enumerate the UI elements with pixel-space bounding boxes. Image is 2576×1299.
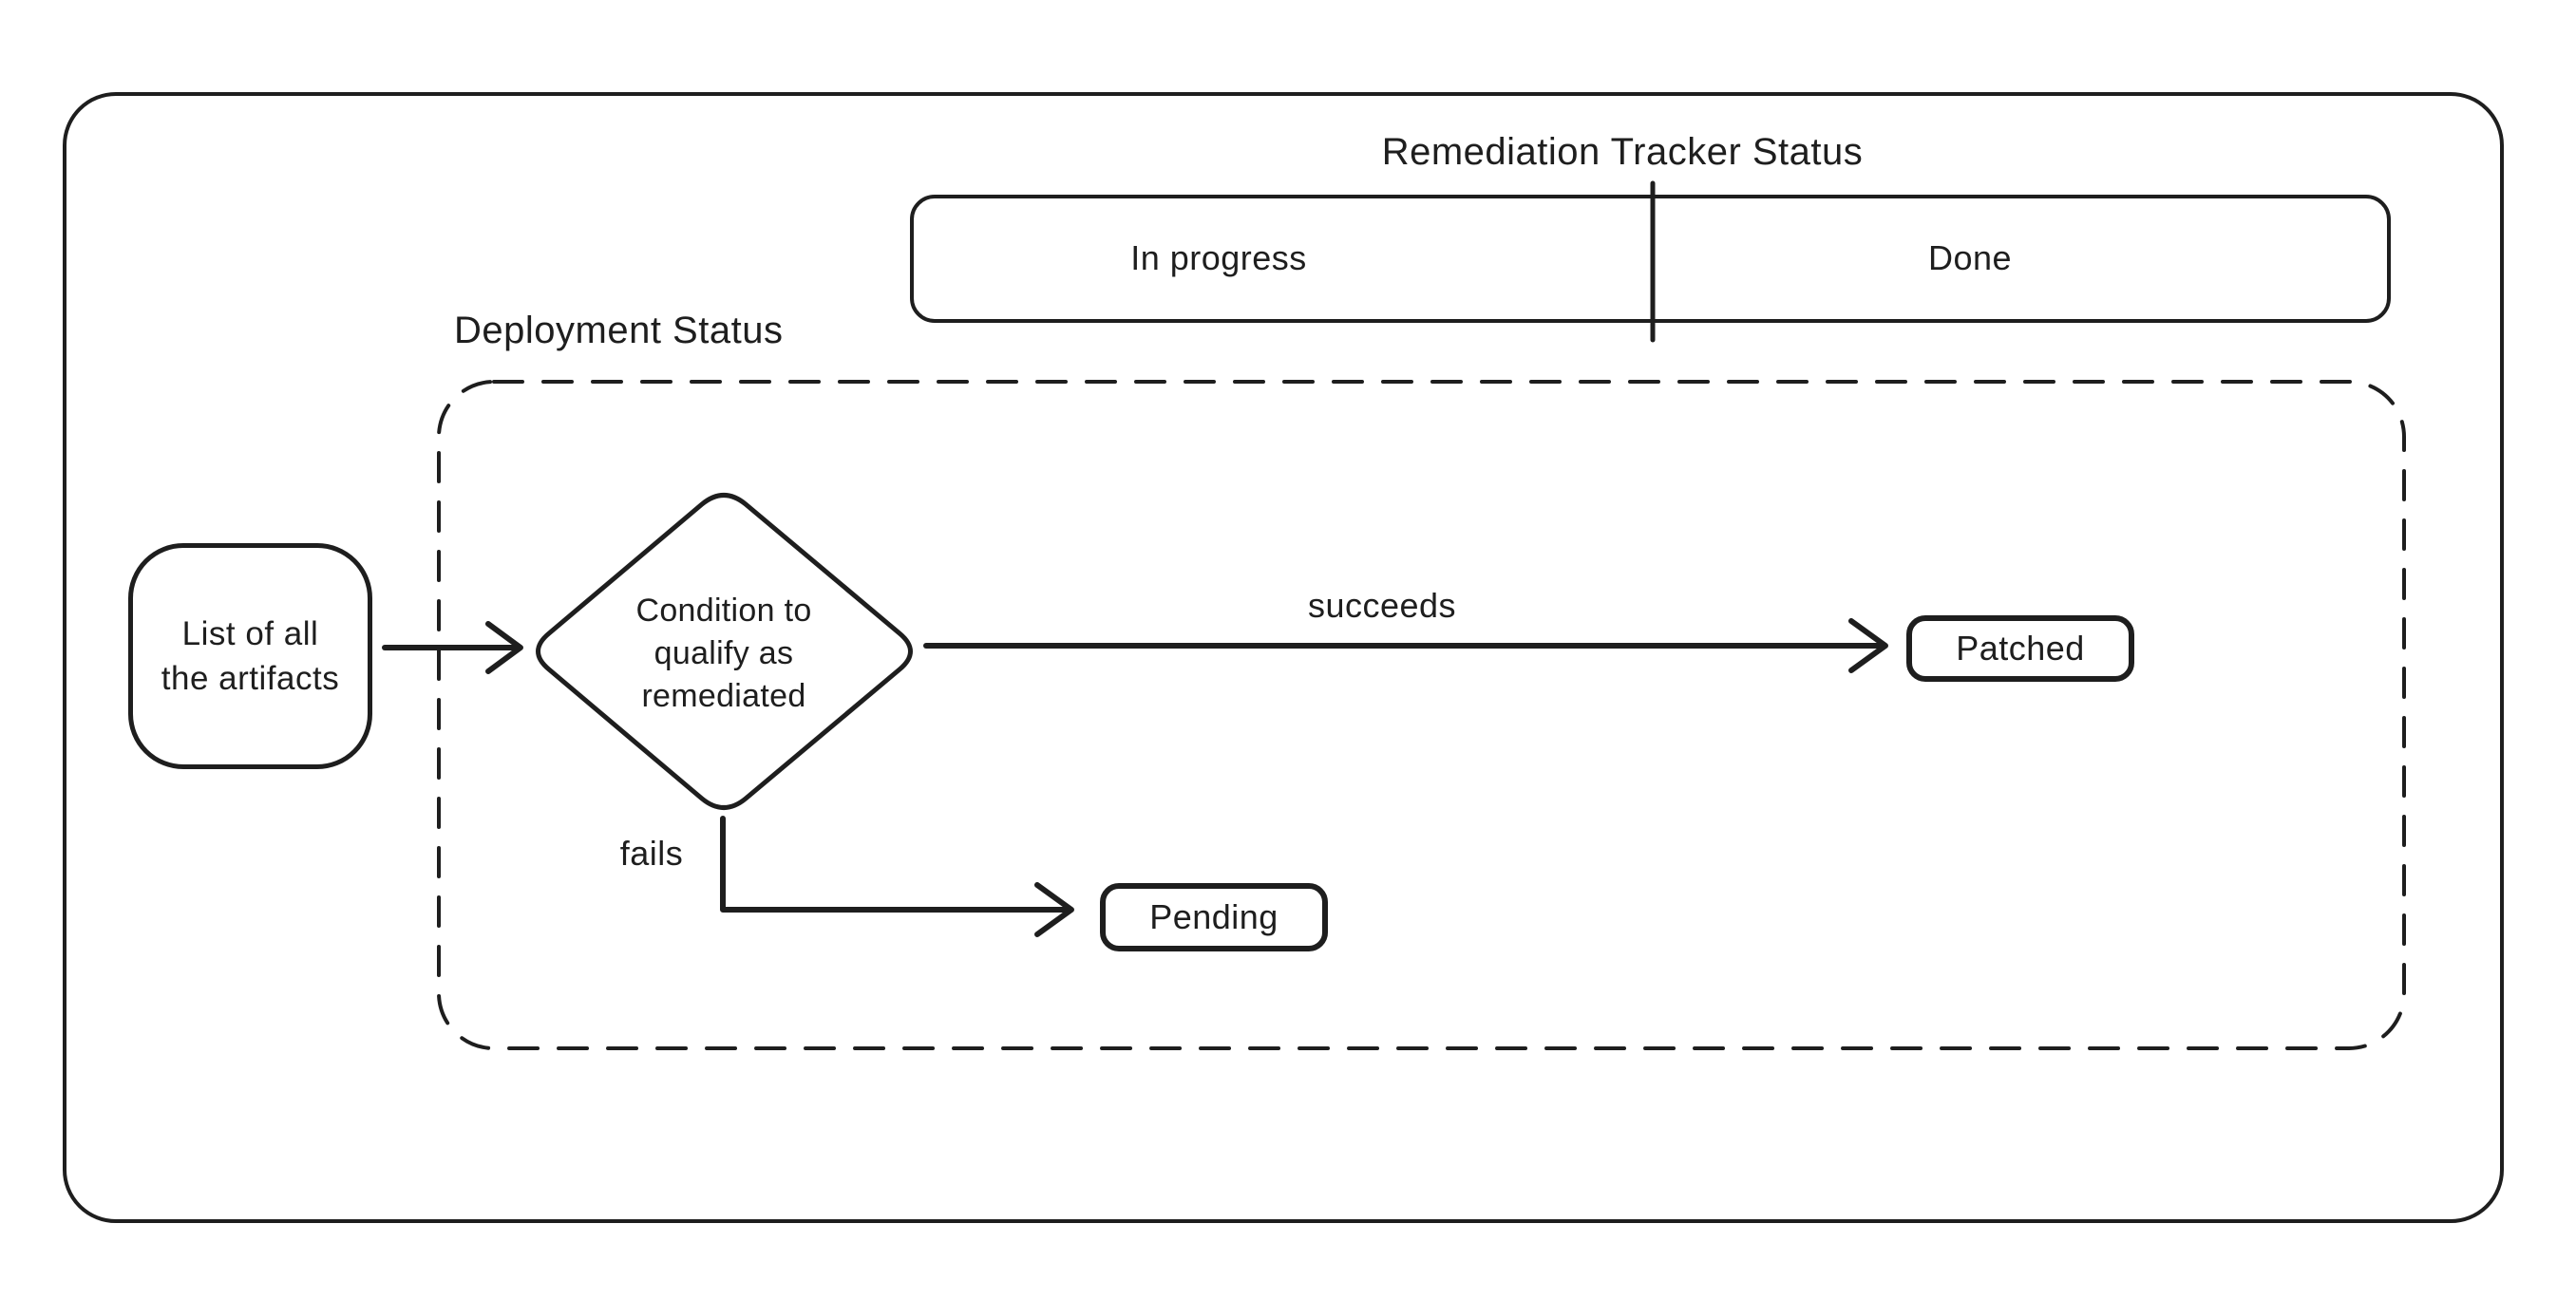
node-artifacts[interactable]: List of all the artifacts (128, 543, 372, 769)
tracker-segment-done-label[interactable]: Done (1927, 238, 2013, 277)
edge-label-fails: fails (619, 834, 684, 873)
node-pending[interactable]: Pending (1100, 883, 1328, 951)
diagram-frame (63, 92, 2504, 1223)
deployment-status-title: Deployment Status (454, 310, 784, 351)
arrow-fails[interactable] (720, 816, 1074, 937)
node-patched[interactable]: Patched (1906, 615, 2134, 682)
deployment-region[interactable] (437, 380, 2406, 1050)
arrowhead-icon (1848, 618, 1888, 673)
node-condition-label: Condition to qualify as remediated (635, 593, 812, 714)
tracker-segment-in-progress-label[interactable]: In progress (1130, 238, 1307, 277)
tracker-status-title: Remediation Tracker Status (1381, 131, 1864, 173)
edge-label-succeeds: succeeds (1307, 586, 1457, 625)
arrowhead-icon (485, 621, 523, 674)
arrowhead-icon (1034, 882, 1074, 937)
arrow-artifacts-to-condition[interactable] (382, 621, 523, 674)
node-condition-shape[interactable] (536, 493, 913, 810)
arrow-succeeds[interactable] (923, 618, 1888, 673)
